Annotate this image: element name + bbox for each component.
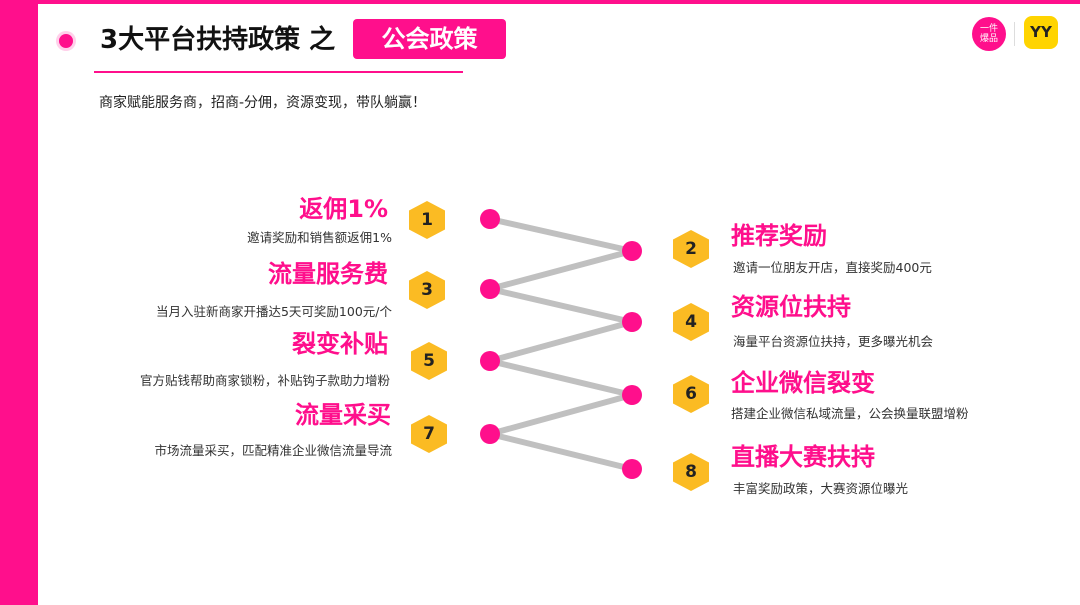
hexagon-number-4: 4 bbox=[673, 303, 709, 341]
hexagon-number-6: 6 bbox=[673, 375, 709, 413]
policy-title-4: 资源位扶持 bbox=[731, 293, 851, 321]
policy-desc-5: 官方贴钱帮助商家锁粉，补贴钩子款助力增粉 bbox=[139, 373, 390, 388]
policy-desc-7: 市场流量采买，匹配精准企业微信流量导流 bbox=[154, 443, 392, 458]
left-accent-bar bbox=[0, 0, 38, 605]
policy-title-1: 返佣1% bbox=[299, 195, 388, 223]
brand-logo-line1: 一件 bbox=[979, 24, 998, 34]
policy-title-5: 裂变补贴 bbox=[292, 330, 388, 358]
connector-line bbox=[487, 319, 635, 364]
title-badge: 公会政策 bbox=[353, 19, 506, 59]
policy-title-7: 流量采买 bbox=[295, 401, 391, 429]
policy-desc-3: 当月入驻新商家开播达5天可奖励100元/个 bbox=[155, 304, 392, 319]
policy-title-6: 企业微信裂变 bbox=[731, 369, 875, 397]
page-title: 3大平台扶持政策 之 bbox=[100, 25, 336, 55]
policy-title-3: 流量服务费 bbox=[268, 260, 388, 288]
connector-node bbox=[480, 279, 500, 299]
policy-title-8: 直播大赛扶持 bbox=[731, 443, 875, 471]
hexagon-number-5: 5 bbox=[411, 342, 447, 380]
policy-desc-1: 邀请奖励和销售额返佣1% bbox=[247, 230, 392, 245]
connector-node bbox=[622, 241, 642, 261]
connector-node bbox=[622, 459, 642, 479]
connector-node bbox=[622, 312, 642, 332]
title-underline bbox=[94, 71, 463, 73]
connector-line bbox=[487, 286, 635, 325]
connector-node bbox=[480, 424, 500, 444]
policy-desc-2: 邀请一位朋友开店，直接奖励400元 bbox=[733, 260, 932, 275]
connector-line bbox=[487, 358, 635, 398]
policy-title-2: 推荐奖励 bbox=[731, 222, 827, 250]
connector-node bbox=[622, 385, 642, 405]
connector-line bbox=[487, 216, 635, 254]
hexagon-number-8: 8 bbox=[673, 453, 709, 491]
yy-logo-icon: YY bbox=[1024, 16, 1058, 49]
policy-desc-8: 丰富奖励政策，大赛资源位曝光 bbox=[733, 481, 909, 496]
hexagon-number-7: 7 bbox=[411, 415, 447, 453]
connector-line bbox=[487, 431, 635, 472]
page-subtitle: 商家赋能服务商，招商-分佣，资源变现，带队躺赢！ bbox=[99, 95, 427, 111]
policy-desc-4: 海量平台资源位扶持，更多曝光机会 bbox=[733, 334, 934, 349]
brand-logo-icon: 一件 爆品 bbox=[972, 17, 1006, 51]
brand-logo-line2: 爆品 bbox=[979, 34, 998, 44]
logo-divider bbox=[1014, 22, 1015, 46]
connector-node bbox=[480, 351, 500, 371]
connector-node bbox=[480, 209, 500, 229]
hexagon-number-3: 3 bbox=[409, 271, 445, 309]
policy-desc-6: 搭建企业微信私域流量，公会换量联盟增粉 bbox=[731, 406, 969, 421]
top-accent-bar bbox=[38, 0, 1080, 4]
connector-line bbox=[487, 248, 635, 292]
title-bullet-icon bbox=[59, 34, 73, 48]
connector-line bbox=[487, 392, 635, 437]
